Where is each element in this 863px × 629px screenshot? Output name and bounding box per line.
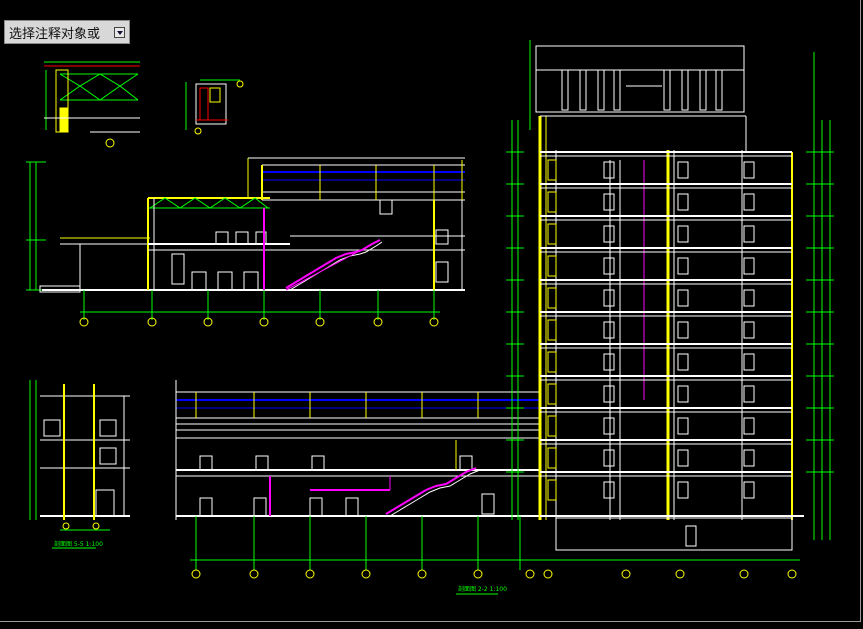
detail-truss xyxy=(44,61,140,148)
section-2-2-caption: 剖面图 2-2 1:100 xyxy=(458,585,507,593)
command-prompt[interactable]: 选择注释对象或 xyxy=(4,20,130,44)
section-5-5 xyxy=(29,380,130,549)
prompt-text: 选择注释对象或 xyxy=(9,27,101,42)
section-upper xyxy=(26,157,465,327)
section-2-2 xyxy=(175,380,800,595)
tower-floors xyxy=(506,151,834,501)
tower-section xyxy=(511,40,831,551)
detail-wall-section xyxy=(185,79,244,135)
dropdown-arrow-icon[interactable] xyxy=(114,27,125,38)
section-5-5-caption: 剖面图 5-5 1:100 xyxy=(54,540,103,548)
